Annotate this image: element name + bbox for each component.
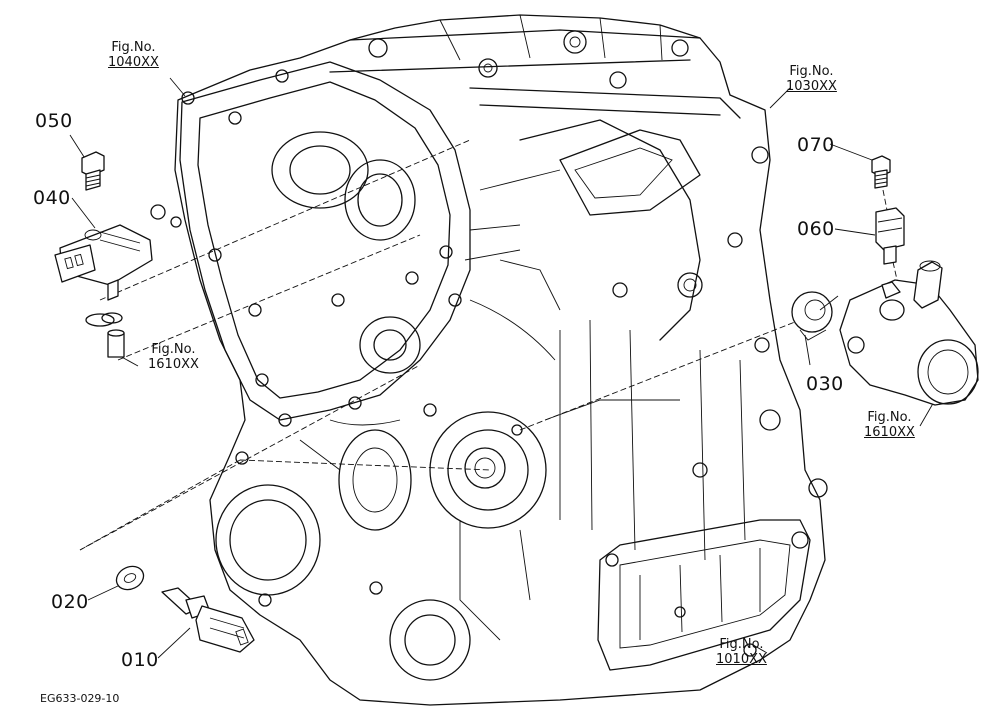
drawing-id: EG633-029-10 <box>40 692 120 705</box>
callout-040: 040 <box>33 187 71 209</box>
part-010-sensor <box>161 587 255 653</box>
callout-030: 030 <box>806 373 844 395</box>
callout-050: 050 <box>35 110 73 132</box>
figure-ref-label: Fig.No. <box>789 64 834 79</box>
part-020-washer <box>115 565 145 591</box>
figure-ref-1610-right: Fig.No. 1610XX <box>864 410 915 440</box>
callout-010: 010 <box>121 649 159 671</box>
callout-070: 070 <box>797 134 835 156</box>
figure-ref-1610-left: Fig.No. 1610XX <box>148 342 199 372</box>
figure-ref-code: 1610XX <box>864 425 915 440</box>
figure-ref-1010: Fig.No. 1010XX <box>716 637 767 667</box>
figure-ref-1030: Fig.No. 1030XX <box>786 64 837 94</box>
part-070-bolt <box>871 155 891 189</box>
figure-ref-code: 1010XX <box>716 652 767 667</box>
part-060-sender <box>875 207 905 265</box>
figure-ref-label: Fig.No. <box>719 637 764 652</box>
part-040-sensor <box>54 224 153 358</box>
thermostat-housing <box>839 260 979 406</box>
callout-020: 020 <box>51 591 89 613</box>
figure-ref-code: 1040XX <box>108 55 159 70</box>
part-030-plug <box>791 291 839 341</box>
engine-block-drawing <box>150 14 828 706</box>
figure-ref-1040: Fig.No. 1040XX <box>108 40 159 70</box>
figure-ref-label: Fig.No. <box>111 40 156 55</box>
figure-ref-label: Fig.No. <box>867 410 912 425</box>
figure-ref-label: Fig.No. <box>151 342 196 357</box>
part-050-bolt <box>81 151 105 191</box>
dashed-alignment-lines <box>79 139 901 551</box>
figure-ref-code: 1030XX <box>786 79 837 94</box>
callout-060: 060 <box>797 218 835 240</box>
figure-ref-code: 1610XX <box>148 357 199 372</box>
